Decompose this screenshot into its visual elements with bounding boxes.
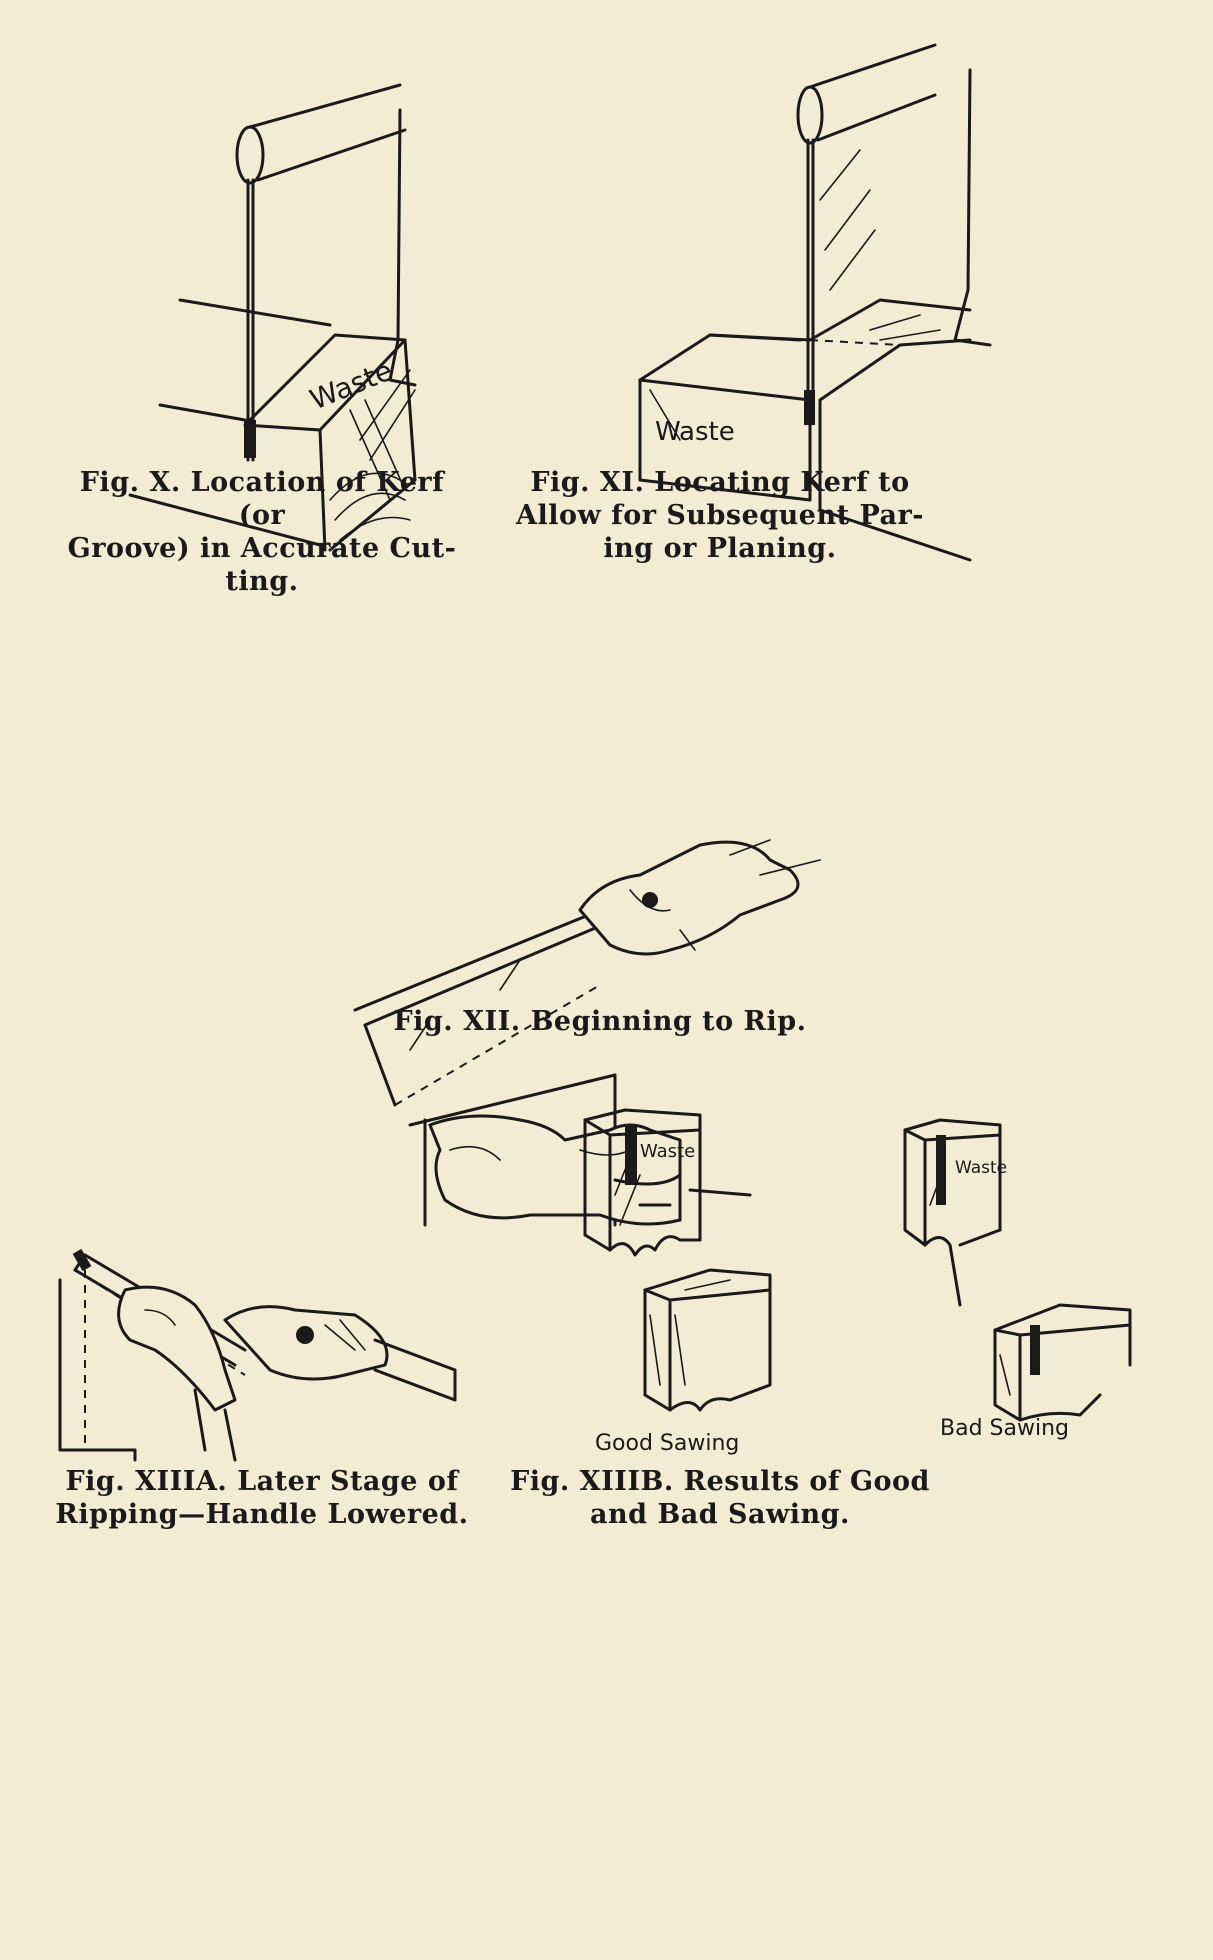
caption-line: Fig. XIIIA. Later Stage of [65, 1466, 459, 1497]
waste-label: Waste [655, 417, 735, 447]
figure-xiiia-illustration [58, 1248, 457, 1462]
figure-x-illustration: Waste [128, 83, 417, 552]
waste-label: Waste [955, 1158, 1007, 1178]
caption-line: ing or Planing. [603, 533, 837, 564]
caption-line: ting. [225, 566, 299, 597]
caption-line: Groove) in Accurate Cut- [67, 533, 457, 564]
caption-line: Fig. XI. Locating Kerf to [530, 467, 910, 498]
figure-xiiib-illustration: Waste Good Sawing Waste Bad Sawing [583, 1108, 1132, 1456]
figure-xiiia-caption: Fig. XIIIA. Later Stage of Ripping—Handl… [52, 1465, 472, 1531]
caption-line: Fig. X. Location of Kerf (or [79, 467, 445, 531]
caption-line: Ripping—Handle Lowered. [55, 1499, 469, 1530]
figure-xii-illustration [353, 839, 821, 1227]
waste-label: Waste [640, 1141, 695, 1162]
caption-line: and Bad Sawing. [590, 1499, 850, 1530]
good-sawing-label: Good Sawing [595, 1431, 739, 1456]
caption-line: Fig. XIIIB. Results of Good [510, 1466, 930, 1497]
figure-x-caption: Fig. X. Location of Kerf (or Groove) in … [52, 466, 472, 598]
caption-line: Allow for Subsequent Par- [516, 500, 924, 531]
figure-xii-caption: Fig. XII. Beginning to Rip. [250, 1005, 950, 1038]
figure-xiiib-caption: Fig. XIIIB. Results of Good and Bad Sawi… [510, 1465, 930, 1531]
caption-line: Fig. XII. Beginning to Rip. [393, 1006, 807, 1037]
figure-xi-caption: Fig. XI. Locating Kerf to Allow for Subs… [510, 466, 930, 565]
figure-xi-illustration: Waste [638, 43, 992, 562]
bad-sawing-label: Bad Sawing [940, 1416, 1069, 1441]
